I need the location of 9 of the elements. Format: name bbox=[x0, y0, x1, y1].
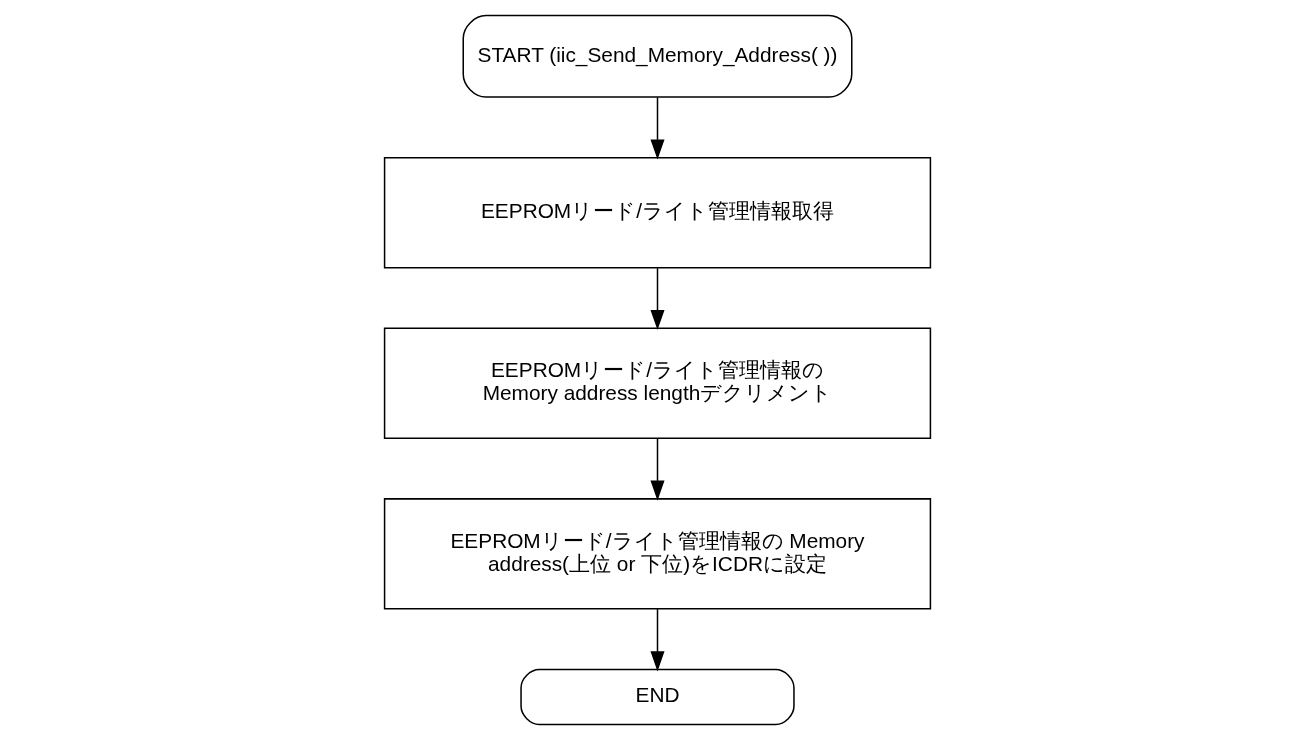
arrow bbox=[650, 96, 665, 160]
arrow bbox=[650, 267, 665, 331]
node-box: EEPROMリード/ライト管理情報の Memory address(上位 or 下位)をICDRに設定 bbox=[383, 498, 932, 610]
node-box: END bbox=[520, 668, 795, 726]
arrow bbox=[650, 608, 665, 672]
node-box: EEPROMリード/ライト管理情報の Memory address lengthデクリメント bbox=[383, 327, 932, 439]
node-box: EEPROMリード/ライト管理情報取得 bbox=[383, 156, 932, 269]
arrow bbox=[650, 438, 665, 501]
node-box: START (iic_Send_Memory_Address( )) bbox=[462, 14, 853, 98]
